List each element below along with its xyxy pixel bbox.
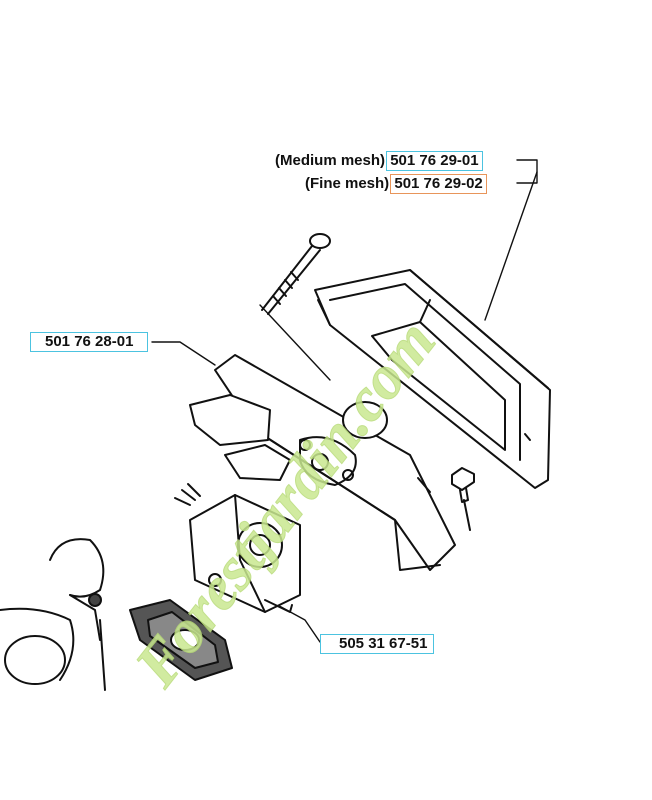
callout-medium-mesh-desc: (Medium mesh) xyxy=(275,152,386,169)
part-number-bracket: 501 76 28-01 xyxy=(30,332,149,352)
air-filter-cover xyxy=(314,269,551,489)
callout-medium-mesh: (Medium mesh) 501 76 29-01 xyxy=(275,151,483,171)
engine-housing xyxy=(0,538,106,691)
part-number-medium-mesh: 501 76 29-01 xyxy=(386,151,483,171)
gasket xyxy=(129,599,233,681)
part-number-fine-mesh: 501 76 29-02 xyxy=(390,174,487,194)
callout-fine-mesh: (Fine mesh) 501 76 29-02 xyxy=(305,174,487,194)
part-number-carburetor: 505 31 67-51 xyxy=(320,634,435,654)
long-bolt xyxy=(261,233,331,315)
small-screw xyxy=(451,467,475,531)
filter-bracket xyxy=(189,354,456,571)
callout-fine-mesh-desc: (Fine mesh) xyxy=(305,175,390,192)
callout-bracket: 501 76 28-01 xyxy=(30,332,149,352)
carburetor xyxy=(174,483,301,613)
callout-carburetor: 505 31 67-51 xyxy=(320,634,435,654)
